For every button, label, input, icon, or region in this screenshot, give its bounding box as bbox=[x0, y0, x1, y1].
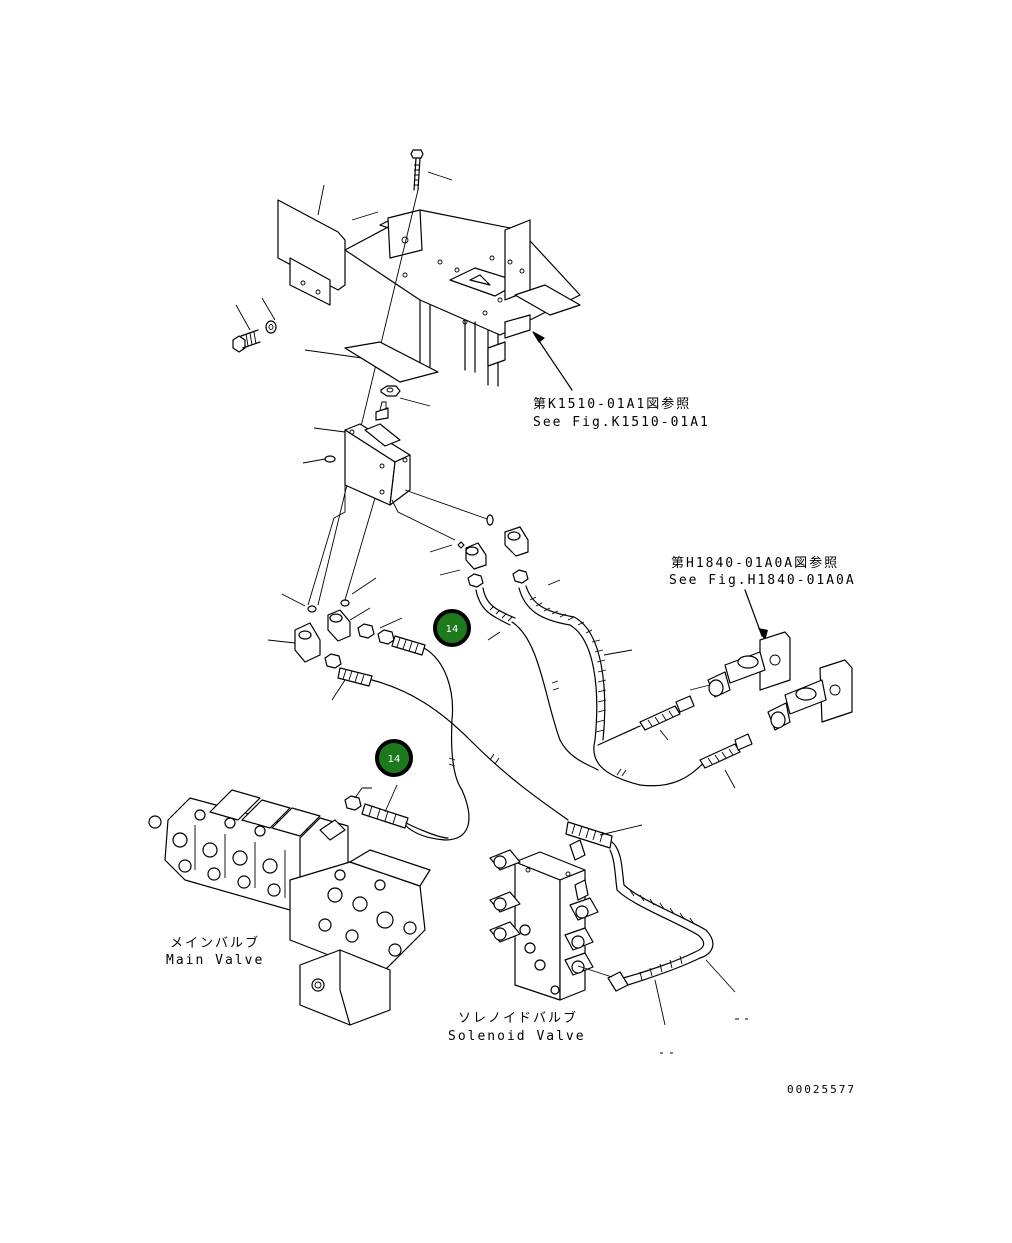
bolt-washer-set bbox=[232, 297, 277, 353]
callout-marker-1[interactable]: 14 bbox=[433, 609, 471, 647]
main-valve-label-jp: メインバルブ bbox=[170, 935, 260, 951]
solenoid-valve bbox=[489, 839, 613, 1001]
right-cylinder-group bbox=[597, 589, 853, 789]
nut bbox=[380, 385, 431, 407]
ppc-valve bbox=[302, 401, 491, 606]
drawing-number: 00025577 bbox=[787, 1083, 856, 1096]
callout-marker-2[interactable]: 14 bbox=[375, 739, 413, 777]
fig-ref-right-en: See Fig.H1840-01A0A bbox=[669, 573, 856, 588]
fig-ref-right-jp: 第H1840-01A0A図参照 bbox=[671, 555, 839, 571]
svg-text:14: 14 bbox=[446, 624, 459, 635]
bracket-assembly bbox=[277, 149, 581, 606]
main-valve-label-en: Main Valve bbox=[166, 953, 264, 968]
solenoid-valve-label-jp: ソレノイドバルブ bbox=[458, 1010, 578, 1026]
fig-ref-top-jp: 第K1510-01A1図参照 bbox=[533, 396, 691, 412]
solenoid-hose bbox=[565, 821, 736, 1026]
svg-text:14: 14 bbox=[388, 754, 401, 765]
main-valve bbox=[148, 784, 449, 1026]
hose-assembly-upper bbox=[467, 569, 706, 787]
left-fittings bbox=[267, 577, 569, 841]
elbow-fittings-upper bbox=[429, 514, 529, 576]
fig-ref-top-en: See Fig.K1510-01A1 bbox=[533, 415, 710, 430]
cover-plate bbox=[304, 341, 439, 383]
solenoid-valve-label-en: Solenoid Valve bbox=[448, 1029, 586, 1044]
